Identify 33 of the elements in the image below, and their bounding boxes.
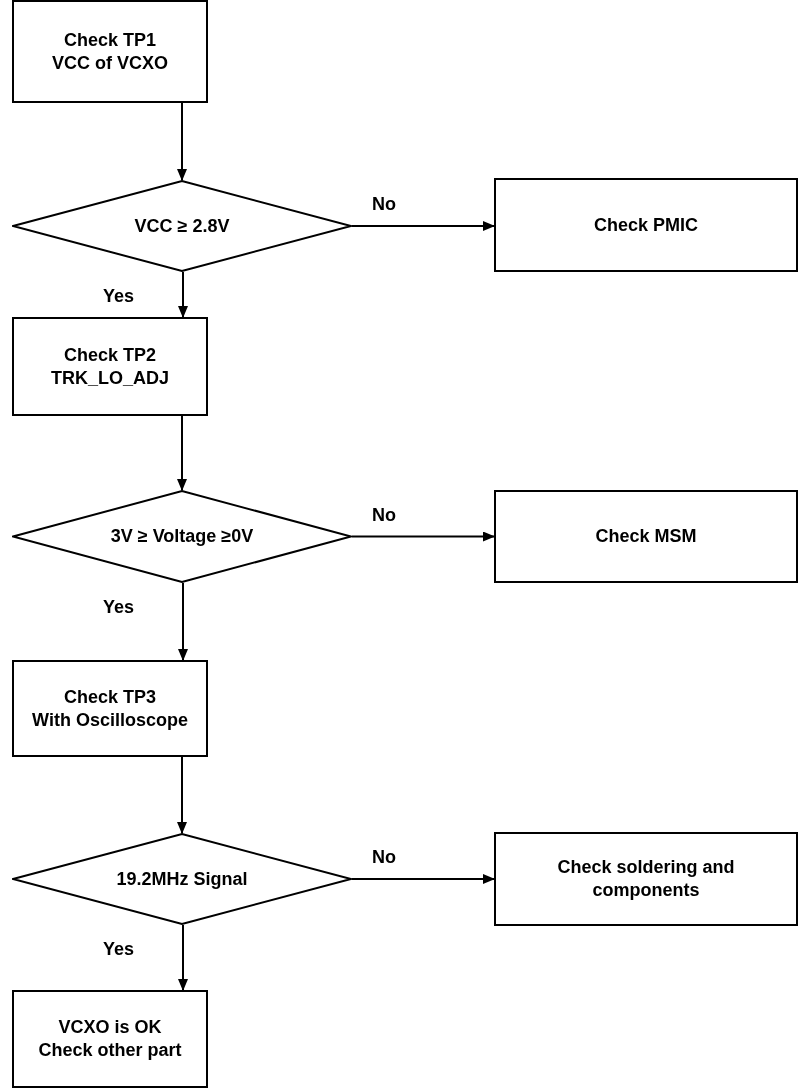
arrow	[178, 582, 188, 661]
node-text: Check other part	[38, 1039, 182, 1062]
arrow	[351, 221, 495, 231]
arrow	[178, 924, 188, 991]
process-box	[494, 490, 798, 583]
arrow	[177, 415, 187, 491]
decision-diamond	[12, 833, 352, 925]
node-text: VCXO is OK	[58, 1016, 162, 1039]
process-box	[494, 832, 798, 926]
decision-diamond	[12, 180, 352, 272]
process-box	[12, 0, 208, 103]
node-text: Check TP2	[63, 343, 156, 367]
process-box	[494, 178, 798, 272]
node-text: Check PMIC	[594, 213, 698, 237]
decision-diamond	[12, 490, 352, 583]
process-box	[12, 990, 208, 1088]
arrow	[351, 531, 495, 542]
node-text: Check TP3	[63, 685, 156, 709]
node-text: With Oscilloscope	[32, 708, 188, 732]
node-text: Check MSM	[595, 525, 697, 548]
process-box	[12, 317, 208, 416]
node-text: VCC ≥ 2.8V	[134, 214, 230, 238]
node-text: TRK_LO_ADJ	[51, 366, 169, 390]
node-text: 19.2MHz Signal	[116, 867, 248, 891]
arrow	[177, 756, 187, 834]
process-box	[12, 660, 208, 757]
node-text: 3V ≥ Voltage ≥0V	[110, 525, 254, 548]
node-text: Check soldering and components	[556, 856, 736, 902]
arrow	[178, 271, 188, 318]
arrow	[351, 874, 495, 884]
arrow	[177, 102, 187, 181]
node-text: VCC of VCXO	[52, 51, 168, 75]
node-text: Check TP1	[63, 28, 156, 52]
